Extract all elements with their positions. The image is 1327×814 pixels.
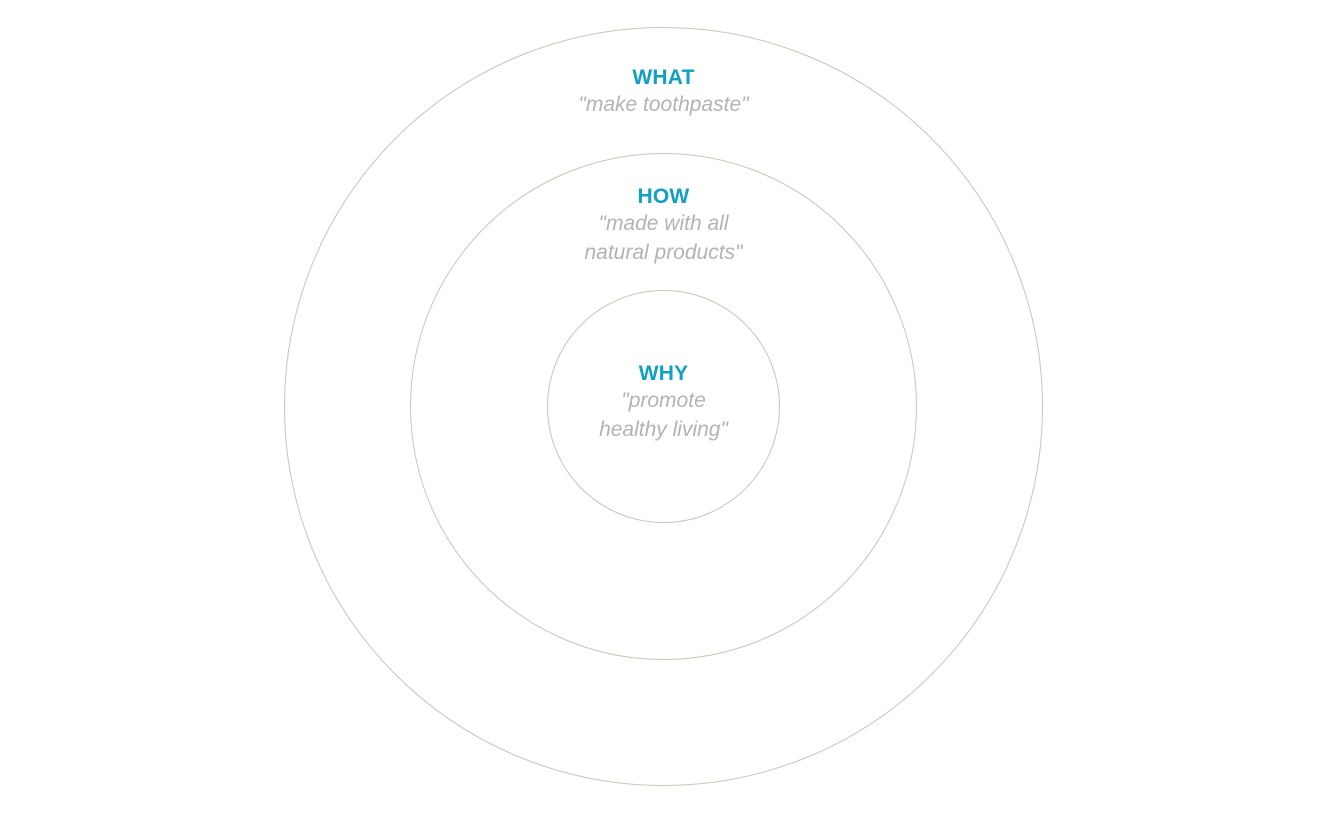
why-quote-line-1: "promote <box>621 389 706 412</box>
how-heading: HOW <box>637 185 690 208</box>
outer-circle-what <box>284 27 1043 786</box>
why-heading: WHY <box>638 362 689 385</box>
what-label: WHAT "make toothpaste" <box>0 66 1327 119</box>
what-heading: WHAT <box>632 66 695 89</box>
what-quote: "make toothpaste" <box>578 93 749 116</box>
middle-circle-how <box>410 153 917 660</box>
inner-circle-why <box>547 290 780 523</box>
why-label: WHY "promote healthy living" <box>0 362 1327 444</box>
how-quote-line-2: natural products" <box>584 241 743 264</box>
how-quote-line-1: "made with all <box>598 212 729 235</box>
how-label: HOW "made with all natural products" <box>0 185 1327 267</box>
why-quote-line-2: healthy living" <box>599 418 728 441</box>
